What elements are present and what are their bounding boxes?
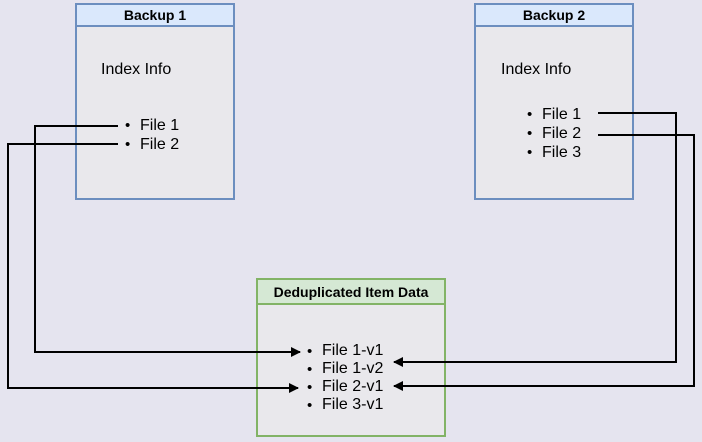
bullet-icon: • bbox=[307, 360, 313, 378]
backup2-box: Backup 2 Index Info • File 1 • File 2 • … bbox=[474, 3, 634, 200]
backup2-file-list: • File 1 • File 2 • File 3 bbox=[527, 105, 581, 162]
bullet-icon: • bbox=[125, 117, 131, 134]
file-label: File 1-v1 bbox=[322, 342, 384, 359]
file-label: File 2 bbox=[542, 124, 582, 142]
backup1-title: Backup 1 bbox=[77, 5, 233, 27]
list-item: • File 3 bbox=[527, 143, 581, 162]
list-item: • File 3-v1 bbox=[307, 396, 383, 414]
list-item: • File 1-v1 bbox=[307, 342, 383, 360]
file-label: File 2 bbox=[140, 135, 180, 153]
list-item: • File 1 bbox=[527, 105, 581, 124]
backup2-index-info-label: Index Info bbox=[501, 61, 572, 78]
bullet-icon: • bbox=[527, 106, 533, 123]
backup1-box: Backup 1 Index Info • File 1 • File 2 bbox=[75, 3, 235, 200]
dedup-box: Deduplicated Item Data • File 1-v1 • Fil… bbox=[256, 278, 446, 437]
backup2-title: Backup 2 bbox=[476, 5, 632, 27]
list-item: • File 1-v2 bbox=[307, 360, 383, 378]
backup1-file-list: • File 1 • File 2 bbox=[125, 116, 179, 154]
bullet-icon: • bbox=[307, 378, 313, 396]
bullet-icon: • bbox=[527, 144, 533, 161]
dedup-title: Deduplicated Item Data bbox=[258, 280, 444, 305]
bullet-icon: • bbox=[307, 342, 313, 360]
list-item: • File 2 bbox=[125, 135, 179, 154]
list-item: • File 2-v1 bbox=[307, 378, 383, 396]
file-label: File 1 bbox=[542, 105, 582, 123]
file-label: File 3-v1 bbox=[322, 396, 384, 413]
file-label: File 1 bbox=[140, 116, 180, 134]
file-label: File 2-v1 bbox=[322, 378, 384, 395]
bullet-icon: • bbox=[125, 136, 131, 153]
dedup-item-list: • File 1-v1 • File 1-v2 • File 2-v1 • Fi… bbox=[307, 342, 383, 414]
file-label: File 1-v2 bbox=[322, 360, 384, 377]
bullet-icon: • bbox=[307, 396, 313, 414]
bullet-icon: • bbox=[527, 125, 533, 142]
list-item: • File 1 bbox=[125, 116, 179, 135]
list-item: • File 2 bbox=[527, 124, 581, 143]
file-label: File 3 bbox=[542, 143, 582, 161]
backup1-index-info-label: Index Info bbox=[101, 61, 172, 78]
